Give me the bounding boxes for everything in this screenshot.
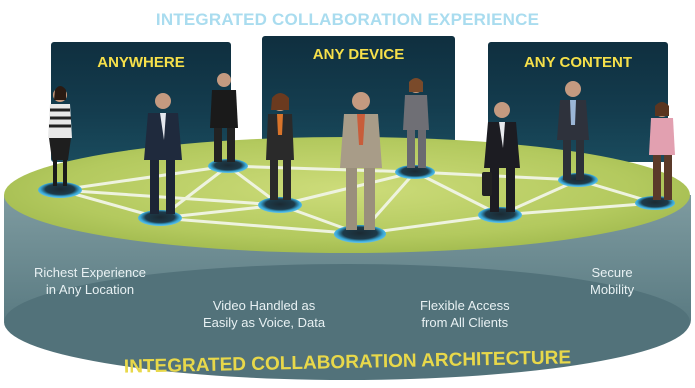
panel-any-device-label: ANY DEVICE: [312, 46, 405, 63]
person-figure-icon: [340, 92, 382, 230]
caption-video-line2: Easily as Voice, Data: [203, 315, 326, 330]
panel-anywhere: ANYWHERE: [51, 42, 231, 162]
network-node-icon: [334, 225, 386, 243]
person-figure-icon: [403, 78, 429, 168]
network-node-icon: [38, 182, 82, 198]
caption-flexible-line1: Flexible Access: [420, 298, 510, 313]
panel-anywhere-label: ANYWHERE: [97, 54, 185, 71]
network-node-icon: [208, 159, 248, 173]
caption-secure-mobility: Secure Mobility: [590, 264, 634, 298]
caption-secure-line2: Mobility: [590, 282, 635, 297]
person-figure-icon: [210, 73, 238, 162]
caption-richest-line2: in Any Location: [45, 282, 135, 297]
caption-video-handled: Video Handled as Easily as Voice, Data: [203, 297, 325, 331]
caption-richest-line1: Richest Experience: [34, 265, 146, 280]
caption-richest-experience: Richest Experience in Any Location: [34, 264, 146, 298]
person-figure-icon: [48, 86, 72, 186]
caption-secure-line1: Secure: [591, 265, 633, 280]
people: [48, 73, 675, 230]
person-figure-icon: [144, 93, 182, 214]
network-node-icon: [258, 197, 302, 213]
person-figure-icon: [557, 81, 589, 180]
person-figure-icon: [649, 102, 675, 200]
person-figure-icon: [482, 102, 520, 212]
caption-flexible-access: Flexible Access from All Clients: [420, 297, 510, 331]
diagram-title: INTEGRATED COLLABORATION EXPERIENCE: [155, 10, 540, 29]
caption-video-line1: Video Handled as: [212, 298, 316, 313]
panel-any-content-label: ANY CONTENT: [523, 54, 633, 71]
person-figure-icon: [266, 93, 294, 200]
network-node-icon: [395, 165, 435, 179]
caption-flexible-line2: from All Clients: [421, 315, 509, 330]
network-node-icon: [138, 210, 182, 226]
network-node-icon: [478, 207, 522, 223]
